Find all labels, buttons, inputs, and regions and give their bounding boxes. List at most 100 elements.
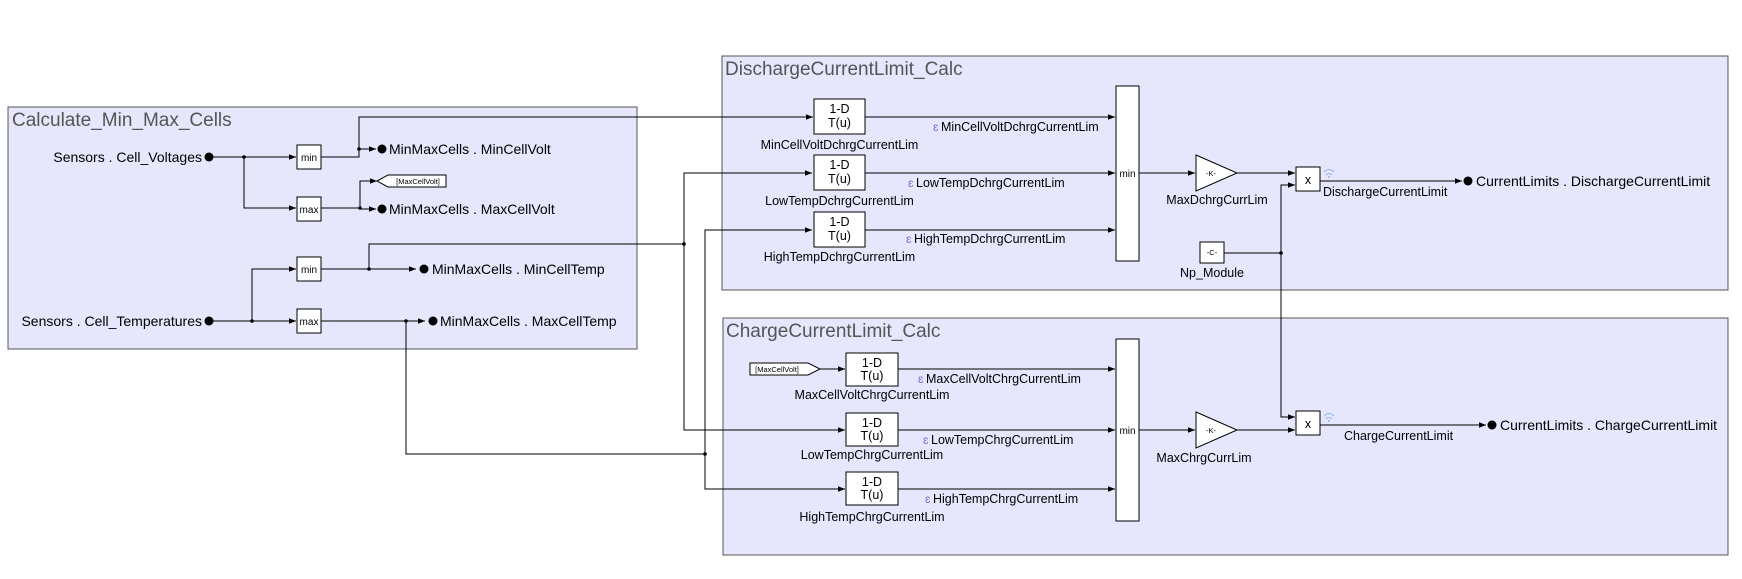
- min-block-voltage[interactable]: [296, 144, 322, 170]
- const-np-module-label: -C-: [1207, 248, 1218, 257]
- lut-chrg-1-line2: T(u): [861, 369, 884, 383]
- from-max-cell-volt-label: [MaxCellVolt]: [755, 365, 799, 374]
- min-block-charge-label: min: [1119, 426, 1135, 437]
- branch-max-temp: [404, 319, 408, 323]
- signal-chrg-2: LowTempChrgCurrentLim: [931, 433, 1073, 447]
- product-charge[interactable]: [1295, 410, 1321, 436]
- area-title-minmax: Calculate_Min_Max_Cells: [12, 110, 232, 131]
- outport-min-cell-volt[interactable]: [377, 144, 387, 154]
- branch-min-volt: [357, 147, 361, 151]
- wire-min-temp-to-dchrg: [683, 170, 812, 244]
- max-block-voltage[interactable]: [296, 196, 322, 222]
- max-block-temperature-label: max: [300, 317, 319, 328]
- lut-chrg-3-line1: 1-D: [862, 475, 882, 489]
- inport-cell-temperatures[interactable]: [204, 316, 214, 326]
- lut-chrg-2-name: LowTempChrgCurrentLim: [801, 448, 943, 462]
- outport-label-min-cell-volt: MinMaxCells . MinCellVolt: [389, 141, 551, 157]
- wire-max-temp-to-dchrg: [704, 227, 812, 454]
- gain-max-chrg-curr-lim[interactable]: [1195, 411, 1239, 449]
- goto-max-cell-volt-label: [MaxCellVolt]: [396, 177, 440, 186]
- signal-charge-current-limit: ChargeCurrentLimit: [1344, 429, 1454, 443]
- min-block-temperature-label: min: [301, 265, 317, 276]
- lut-low-temp-dchrg[interactable]: [813, 154, 866, 191]
- outport-label-charge: CurrentLimits . ChargeCurrentLimit: [1500, 417, 1717, 433]
- wire-min-temp-to-chrg: [683, 244, 845, 433]
- inport-label-cell-temperatures: Sensors . Cell_Temperatures: [21, 313, 202, 329]
- lut-dchrg-1-name: MinCellVoltDchrgCurrentLim: [761, 138, 919, 152]
- lut-dchrg-3-line1: 1-D: [829, 215, 849, 229]
- branch-max-volt: [358, 206, 362, 210]
- signal-dchrg-2: LowTempDchrgCurrentLim: [916, 176, 1065, 190]
- gain-dchrg-name: MaxDchrgCurrLim: [1166, 193, 1267, 207]
- signal-chrg-1: MaxCellVoltChrgCurrentLim: [926, 372, 1081, 386]
- lut-dchrg-2-line1: 1-D: [829, 158, 849, 172]
- const-np-module-name: Np_Module: [1180, 266, 1244, 280]
- lut-high-temp-dchrg[interactable]: [813, 211, 866, 248]
- signal-log-icon-chrg-3: ɛ: [925, 492, 931, 506]
- wireless-icon-dchrg: [1323, 169, 1335, 178]
- min-block-discharge-label: min: [1119, 169, 1135, 180]
- signal-dchrg-3: HighTempDchrgCurrentLim: [914, 232, 1065, 246]
- inport-label-cell-voltages: Sensors . Cell_Voltages: [53, 149, 202, 165]
- wire-max-temp-to-chrg: [704, 454, 845, 492]
- lut-chrg-3-name: HighTempChrgCurrentLim: [799, 510, 944, 524]
- wire-max-temp-bus: [405, 321, 705, 455]
- lut-chrg-2-line2: T(u): [861, 429, 884, 443]
- gain-chrg-name: MaxChrgCurrLim: [1156, 451, 1251, 465]
- goto-max-cell-volt[interactable]: [375, 174, 447, 188]
- signal-discharge-current-limit: DischargeCurrentLimit: [1323, 185, 1448, 199]
- gain-dchrg-label: -K-: [1206, 169, 1217, 178]
- lut-dchrg-2-line2: T(u): [828, 172, 851, 186]
- outport-label-max-cell-volt: MinMaxCells . MaxCellVolt: [389, 201, 555, 217]
- outport-charge-current-limit[interactable]: [1487, 420, 1497, 430]
- signal-log-icon-dchrg-3: ɛ: [906, 232, 912, 246]
- wire-min-volt-out: [321, 146, 376, 158]
- wire-temps-to-min: [213, 266, 296, 322]
- outport-label-max-cell-temp: MinMaxCells . MaxCellTemp: [440, 313, 617, 329]
- inport-cell-voltages[interactable]: [204, 152, 214, 162]
- outport-discharge-current-limit[interactable]: [1463, 176, 1473, 186]
- signal-dchrg-1: MinCellVoltDchrgCurrentLim: [941, 120, 1099, 134]
- gain-max-dchrg-curr-lim[interactable]: [1195, 154, 1239, 192]
- lut-chrg-1-line1: 1-D: [862, 356, 882, 370]
- lut-chrg-3-line2: T(u): [861, 488, 884, 502]
- lut-dchrg-1-line1: 1-D: [829, 102, 849, 116]
- signal-log-icon-dchrg-2: ɛ: [908, 176, 914, 190]
- signal-log-icon-chrg-1: ɛ: [918, 372, 924, 386]
- product-charge-label: x: [1305, 417, 1312, 431]
- signal-log-icon-chrg-2: ɛ: [923, 433, 929, 447]
- branch-min-temp: [367, 267, 371, 271]
- lut-dchrg-1-line2: T(u): [828, 116, 851, 130]
- area-title-charge: ChargeCurrentLimit_Calc: [726, 321, 940, 342]
- wire-voltages-to-max: [243, 157, 296, 211]
- from-max-cell-volt[interactable]: [749, 362, 822, 376]
- lut-dchrg-2-name: LowTempDchrgCurrentLim: [765, 194, 914, 208]
- lut-dchrg-3-name: HighTempDchrgCurrentLim: [764, 250, 915, 264]
- outport-max-cell-volt[interactable]: [377, 204, 387, 214]
- lut-chrg-1-name: MaxCellVoltChrgCurrentLim: [795, 388, 950, 402]
- area-calculate-min-max-cells[interactable]: [7, 106, 638, 350]
- lut-dchrg-3-line2: T(u): [828, 229, 851, 243]
- product-discharge[interactable]: [1295, 166, 1321, 192]
- area-title-discharge: DischargeCurrentLimit_Calc: [725, 59, 963, 80]
- wire-min-temp-bus: [368, 243, 684, 269]
- signal-chrg-3: HighTempChrgCurrentLim: [933, 492, 1078, 506]
- lut-max-cell-volt-chrg[interactable]: [845, 352, 899, 387]
- lut-chrg-2-line1: 1-D: [862, 416, 882, 430]
- wire-min-volt-to-discharge: [358, 116, 812, 149]
- max-block-voltage-label: max: [300, 205, 319, 216]
- wireless-icon-chrg: [1323, 413, 1335, 422]
- outport-label-min-cell-temp: MinMaxCells . MinCellTemp: [432, 261, 605, 277]
- outport-min-cell-temp[interactable]: [419, 264, 429, 274]
- branch-voltages: [242, 155, 246, 159]
- wire-max-volt-to-goto: [359, 178, 377, 208]
- lut-min-cell-volt-dchrg[interactable]: [813, 98, 866, 135]
- gain-chrg-label: -K-: [1206, 426, 1217, 435]
- outport-label-discharge: CurrentLimits . DischargeCurrentLimit: [1476, 173, 1710, 189]
- max-block-temperature[interactable]: [296, 308, 322, 334]
- signal-log-icon-dchrg-1: ɛ: [933, 120, 939, 134]
- min-block-temperature[interactable]: [296, 256, 322, 282]
- outport-max-cell-temp[interactable]: [428, 316, 438, 326]
- wire-const-to-chrg-product: [1280, 253, 1295, 420]
